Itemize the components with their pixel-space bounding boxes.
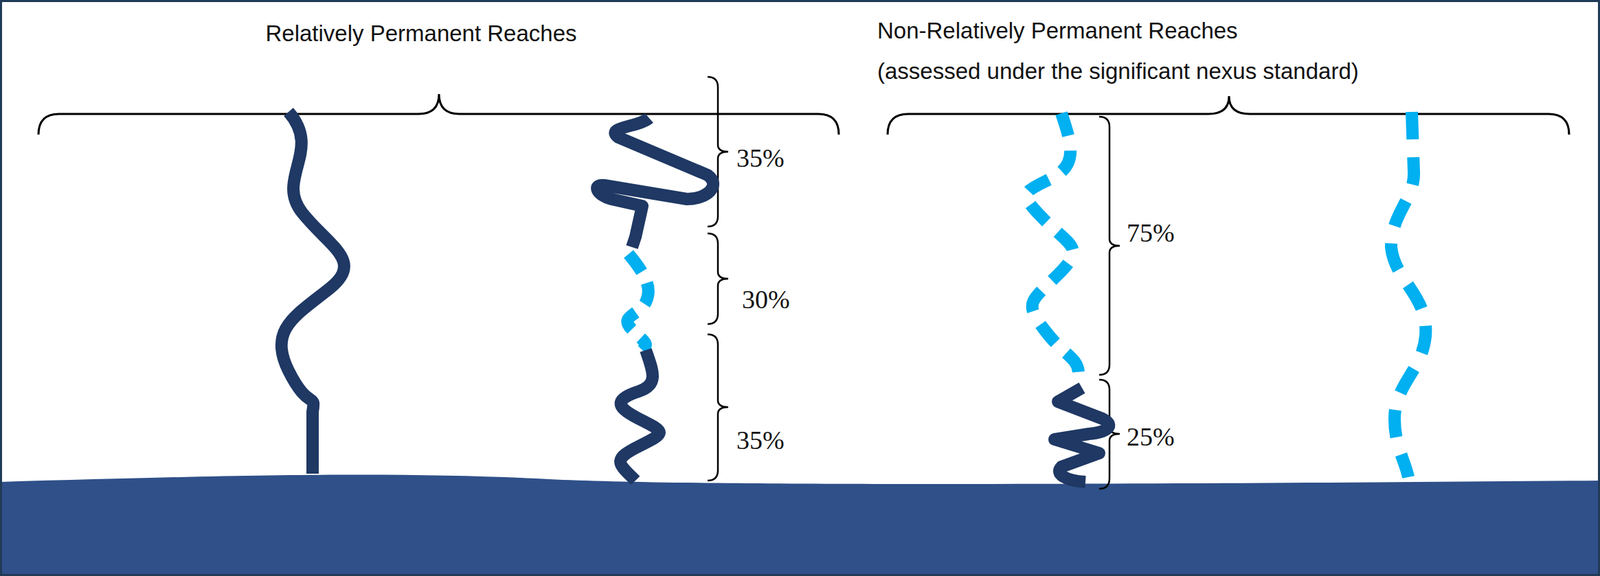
percent-label: 35%	[736, 142, 785, 174]
percent-label: 25%	[1126, 421, 1175, 453]
group-brackets	[38, 94, 1570, 135]
percent-braces	[707, 76, 1120, 490]
section-heading: Relatively Permanent Reaches	[265, 20, 577, 47]
river	[0, 475, 1600, 576]
percent-label: 30%	[741, 284, 791, 315]
percent-label: 75%	[1126, 217, 1175, 249]
percent-label: 35%	[736, 425, 785, 456]
section-subheading: (assessed under the significant nexus st…	[877, 58, 1359, 85]
streams	[281, 111, 1427, 483]
section-heading: Non-Relatively Permanent Reaches	[877, 17, 1238, 44]
